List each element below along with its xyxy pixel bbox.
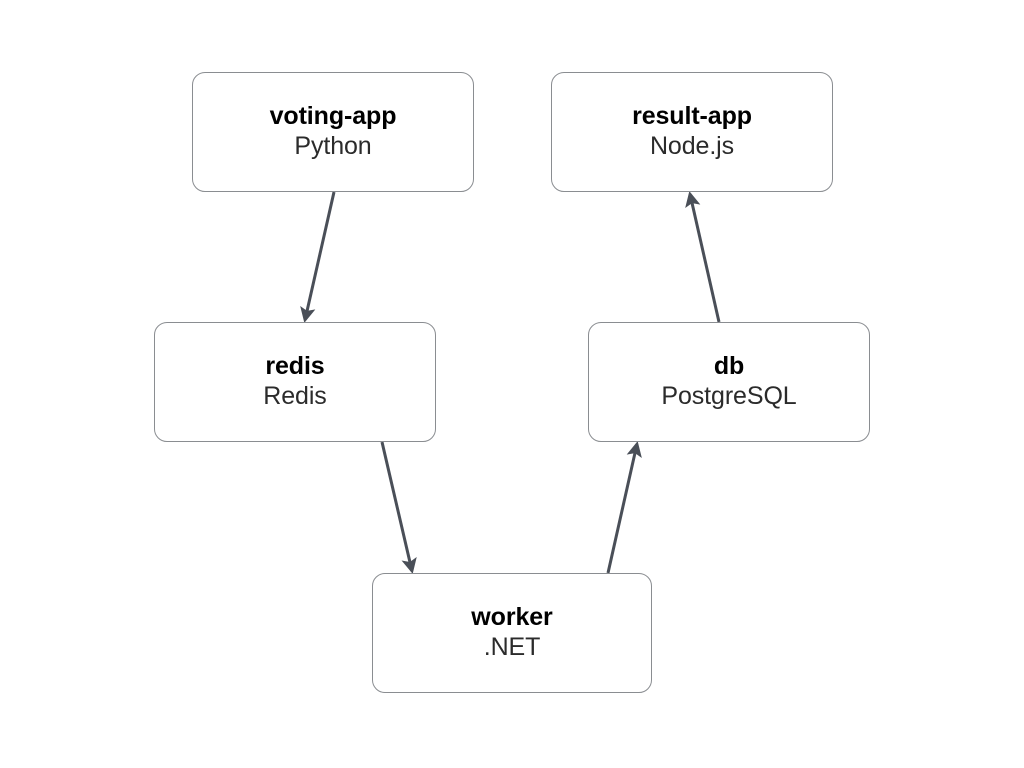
node-db[interactable]: db PostgreSQL [588,322,870,442]
node-worker[interactable]: worker .NET [372,573,652,693]
node-result-app[interactable]: result-app Node.js [551,72,833,192]
node-title: redis [265,352,325,381]
edge-voting-app-to-redis [300,191,336,323]
node-subtitle: PostgreSQL [661,382,797,411]
node-title: voting-app [269,102,397,131]
node-subtitle: Redis [263,382,327,411]
node-subtitle: .NET [483,633,541,662]
edge-worker-to-db [606,441,642,574]
edge-redis-to-worker [380,441,417,574]
node-title: worker [471,603,553,632]
node-redis[interactable]: redis Redis [154,322,436,442]
edge-db-to-result-app [685,191,721,323]
node-title: db [713,352,745,381]
node-subtitle: Python [294,132,372,161]
node-title: result-app [632,102,752,131]
node-subtitle: Node.js [649,132,735,161]
node-voting-app[interactable]: voting-app Python [192,72,474,192]
